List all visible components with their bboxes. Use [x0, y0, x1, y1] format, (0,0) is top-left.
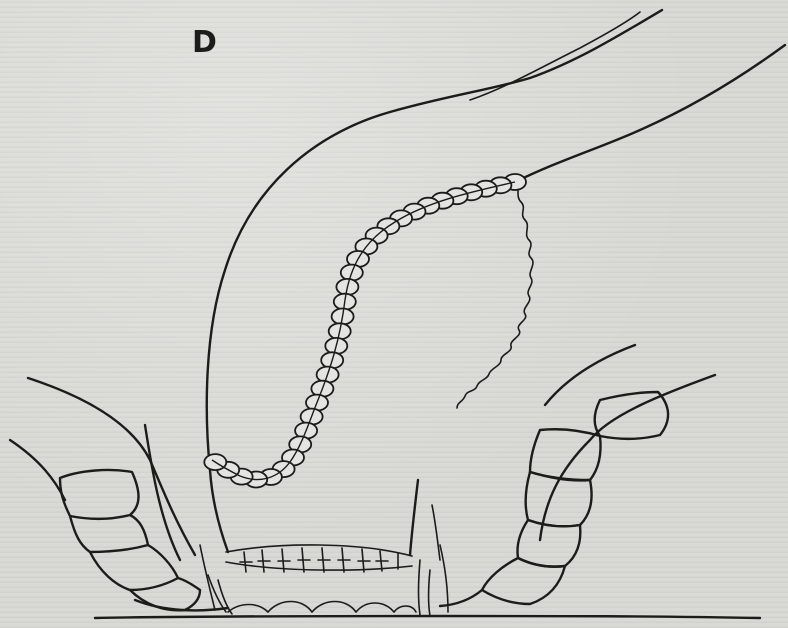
- right-pelvic-floor: [440, 345, 715, 606]
- left-tissue-layers: [200, 545, 232, 614]
- bowel-inner-wall: [515, 45, 785, 182]
- suture-thread: [212, 182, 515, 480]
- left-pelvic-floor: [10, 378, 228, 610]
- anastomosis-rim-top: [226, 545, 412, 556]
- bowel-base-left: [210, 470, 228, 552]
- perineal-folds: [228, 602, 416, 613]
- suture-line: [204, 174, 526, 488]
- mesentery-scalloped-edge: [457, 182, 533, 408]
- perineal-skin: [95, 616, 760, 618]
- bowel-outer-wall: [207, 10, 662, 470]
- anastomosis-rim-bottom: [226, 562, 412, 570]
- bowel-base-right: [410, 480, 418, 555]
- right-tissue-layers: [419, 505, 449, 616]
